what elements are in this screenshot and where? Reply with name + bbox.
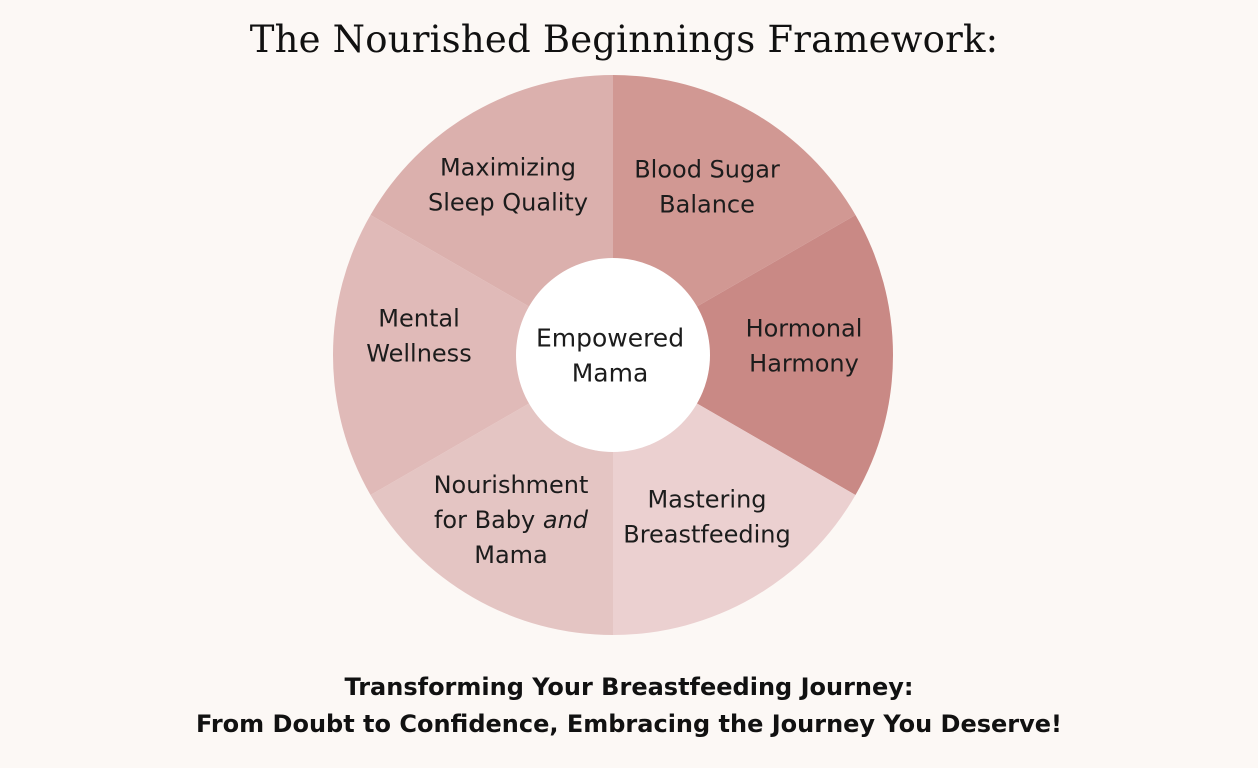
center-circle (516, 258, 710, 452)
segment-mental (332, 215, 613, 495)
tagline-line-1: Transforming Your Breastfeeding Journey: (344, 673, 914, 701)
tagline-line-2: From Doubt to Confidence, Embracing the … (195, 710, 1062, 738)
page-title: The Nourished Beginnings Framework: (249, 18, 999, 61)
segment-hormonal (613, 215, 894, 495)
